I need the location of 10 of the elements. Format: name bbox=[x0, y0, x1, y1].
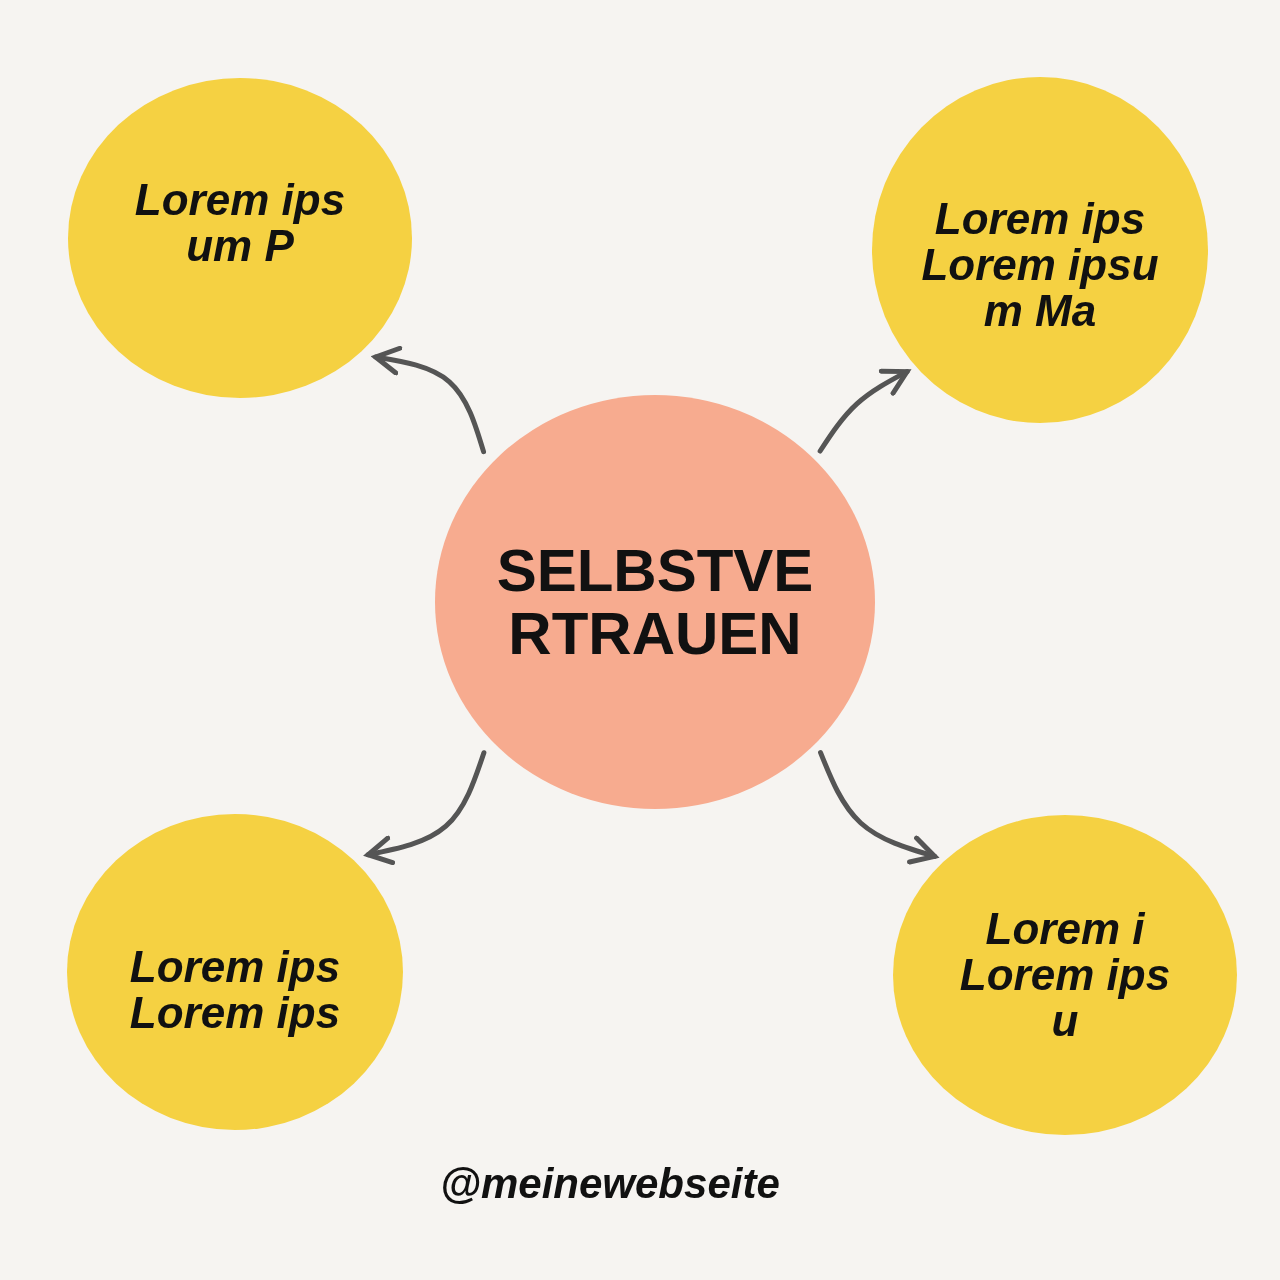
subtopic-text: Lorem ips Lorem ips bbox=[128, 943, 342, 1037]
arrow bbox=[365, 750, 487, 866]
subtopic-text: Lorem i Lorem ips u bbox=[958, 905, 1172, 1045]
subtopic-text: Lorem ips Lorem ipsu m Ma bbox=[920, 195, 1160, 335]
subtopic-text: Lorem ips um P bbox=[133, 176, 347, 270]
arrow bbox=[818, 750, 938, 865]
topic-title: SELBSTVE RTRAUEN bbox=[495, 539, 815, 665]
arrow bbox=[817, 368, 910, 454]
arrow bbox=[373, 345, 487, 455]
handle-text: @meinewebseite bbox=[440, 1160, 780, 1208]
